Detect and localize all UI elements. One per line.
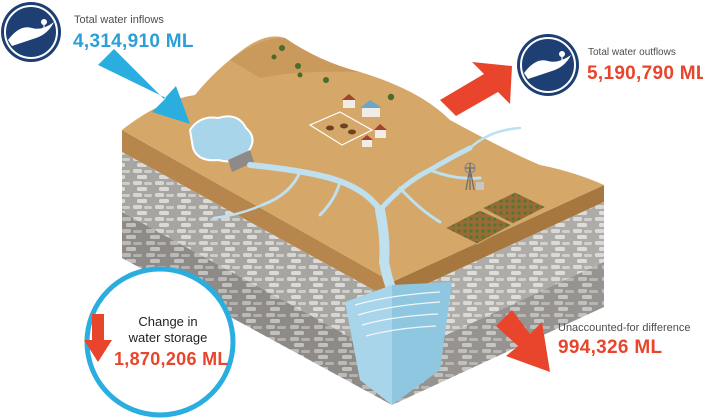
outflows-label: Total water outflows <box>588 47 676 58</box>
storage-label-line1: Change in <box>138 314 198 329</box>
left-face-rock-upper <box>122 152 392 360</box>
left-face-rock-lower <box>122 212 392 405</box>
crop-field-2 <box>480 191 548 225</box>
storage-indicator <box>84 266 236 418</box>
river-network <box>212 126 522 295</box>
storage-label-line2: water storage <box>128 330 208 345</box>
water-ripples <box>354 291 441 337</box>
arrow-diagonal-icon <box>496 310 550 372</box>
water-cross-section-right <box>392 282 452 405</box>
river-badge-icon <box>8 22 54 46</box>
landscape-block <box>122 36 604 405</box>
arrow-down-icon <box>84 314 112 362</box>
inflows-label: Total water inflows <box>74 14 164 26</box>
paddock-fence <box>308 111 374 146</box>
reservoir <box>188 115 254 163</box>
unaccounted-value: 994,326 ML <box>558 337 663 358</box>
trees <box>271 45 395 101</box>
windmill <box>464 162 476 191</box>
river-badge-icon <box>524 55 571 79</box>
hill-shading <box>230 37 360 78</box>
storage-label: Change in water storage <box>116 314 220 346</box>
arrow-in-icon <box>98 49 190 124</box>
inflows-value: 4,314,910 ML <box>73 31 194 52</box>
cattle <box>326 123 356 135</box>
inflow-badge <box>1 2 61 62</box>
outflow-badge <box>517 34 579 96</box>
dam-wall <box>228 150 254 172</box>
arrow-out-icon <box>440 62 512 116</box>
right-face-soil <box>392 185 604 300</box>
storage-value: 1,870,206 ML <box>114 349 229 369</box>
water-cross-section-left <box>345 285 392 405</box>
farm-buildings <box>342 94 387 147</box>
crop-field-1 <box>443 209 514 245</box>
right-face-rock-lower <box>392 262 604 405</box>
left-face-soil <box>122 130 392 300</box>
outflows-value: 5,190,790 ML <box>587 63 703 84</box>
unaccounted-label: Unaccounted-for difference <box>558 322 691 334</box>
water-tank <box>476 182 484 190</box>
